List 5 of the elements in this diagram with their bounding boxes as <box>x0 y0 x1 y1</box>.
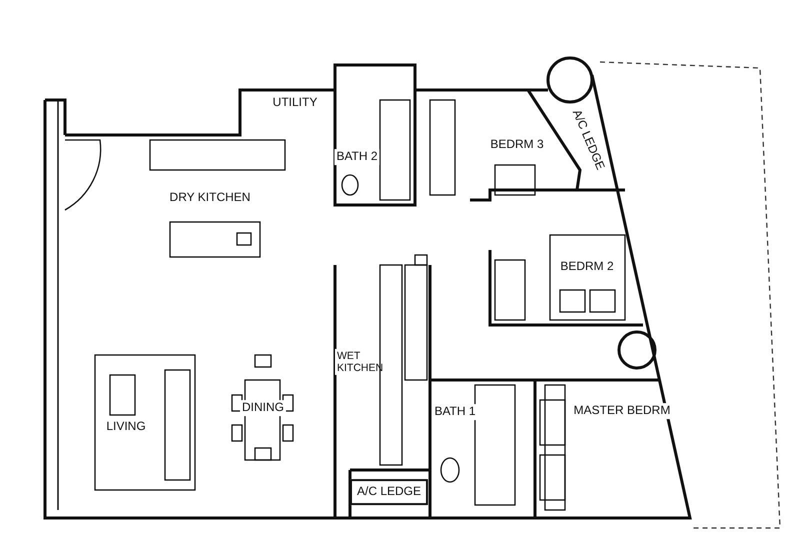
room-label: MASTER BEDRM <box>572 403 672 419</box>
ledge-label: A/C LEDGE <box>350 479 428 505</box>
room-label: DINING <box>240 400 286 416</box>
room-label: BATH 2 <box>334 149 380 165</box>
room-label: BATH 1 <box>432 404 478 420</box>
